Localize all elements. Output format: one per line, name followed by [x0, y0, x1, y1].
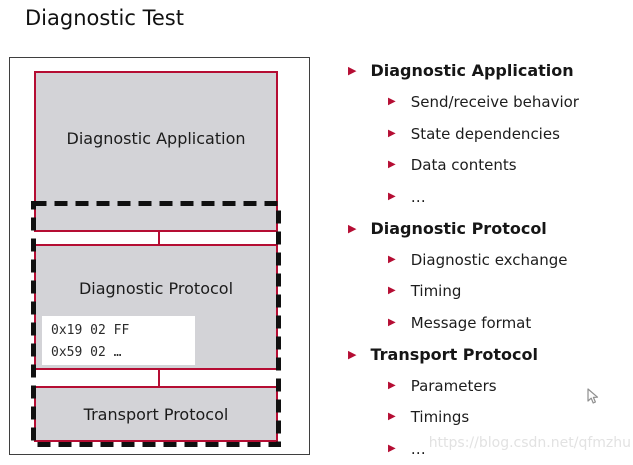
- diagram-label-diagnostic-protocol: Diagnostic Protocol: [78, 279, 234, 298]
- bullet-triangle-icon: ▶: [388, 285, 396, 297]
- connector-protocol-transport: [158, 368, 160, 388]
- bullet-triangle-icon: ▶: [388, 316, 396, 328]
- outline-item-label: …: [410, 187, 426, 206]
- outline-item-send-receive-behavior: ▶ Send/receive behavior: [340, 87, 632, 119]
- outline-item-label: State dependencies: [410, 124, 560, 143]
- outline-item-ellipsis-1: ▶ …: [340, 181, 632, 213]
- outline-list: ▶ Diagnostic Application ▶ Send/receive …: [340, 55, 632, 465]
- outline-item-state-dependencies: ▶ State dependencies: [340, 118, 632, 150]
- protocol-message-line-1: 0x19 02 FF: [51, 323, 130, 338]
- outline-item-label: Diagnostic Application: [370, 61, 574, 81]
- bullet-triangle-icon: ▶: [388, 159, 396, 171]
- diagram-label-diagnostic-application: Diagnostic Application: [66, 129, 246, 148]
- diagram-box-diagnostic-protocol: Diagnostic Protocol 0x19 02 FF 0x59 02 …: [34, 244, 278, 370]
- bullet-triangle-icon: ▶: [388, 442, 396, 454]
- protocol-message-line-2: 0x59 02 …: [51, 345, 122, 360]
- bullet-triangle-icon: ▶: [388, 253, 396, 265]
- outline-item-label: Timing: [410, 282, 462, 301]
- outline-item-diagnostic-exchange: ▶ Diagnostic exchange: [340, 244, 632, 276]
- dashed-scope-rectangle-icon: [31, 201, 281, 447]
- protocol-message-example: 0x19 02 FF 0x59 02 …: [42, 316, 195, 365]
- bullet-triangle-icon: ▶: [388, 379, 396, 391]
- bullet-triangle-icon: ▶: [388, 96, 396, 108]
- outline-item-label: Data contents: [410, 156, 517, 175]
- outline-item-diagnostic-application: ▶ Diagnostic Application: [340, 55, 632, 87]
- diagram-box-diagnostic-application: Diagnostic Application: [34, 71, 278, 232]
- watermark-text: https://blog.csdn.net/qfmzhu: [428, 435, 631, 451]
- outline-item-message-format: ▶ Message format: [340, 307, 632, 339]
- outline-item-label: Diagnostic Protocol: [370, 218, 547, 238]
- outline-item-diagnostic-protocol: ▶ Diagnostic Protocol: [340, 213, 632, 245]
- page-title: Diagnostic Test: [25, 6, 184, 30]
- outline-item-label: …: [410, 439, 426, 458]
- outline-item-parameters: ▶ Parameters: [340, 370, 632, 402]
- bullet-triangle-icon: ▶: [388, 127, 396, 139]
- diagram-box-transport-protocol: Transport Protocol: [34, 386, 278, 442]
- outline-item-timings: ▶ Timings: [340, 402, 632, 434]
- bullet-triangle-icon: ▶: [348, 347, 357, 361]
- diagram-outer-frame: Diagnostic Application Diagnostic Protoc…: [9, 57, 310, 455]
- outline-item-label: Send/receive behavior: [410, 93, 579, 112]
- outline-item-label: Timings: [410, 408, 470, 427]
- outline-item-label: Message format: [410, 313, 532, 332]
- outline-item-label: Transport Protocol: [370, 344, 538, 364]
- outline-item-timing: ▶ Timing: [340, 276, 632, 308]
- outline-item-ellipsis-2: ▶ …: [340, 433, 632, 465]
- outline-item-data-contents: ▶ Data contents: [340, 150, 632, 182]
- mouse-cursor-icon: [587, 388, 599, 404]
- bullet-triangle-icon: ▶: [388, 190, 396, 202]
- diagram-label-transport-protocol: Transport Protocol: [83, 404, 229, 424]
- connector-app-protocol: [158, 230, 160, 246]
- bullet-triangle-icon: ▶: [388, 411, 396, 423]
- bullet-triangle-icon: ▶: [348, 64, 357, 78]
- outline-item-label: Parameters: [410, 376, 497, 395]
- bullet-triangle-icon: ▶: [348, 221, 357, 235]
- outline-item-label: Diagnostic exchange: [410, 250, 568, 269]
- outline-item-transport-protocol: ▶ Transport Protocol: [340, 339, 632, 371]
